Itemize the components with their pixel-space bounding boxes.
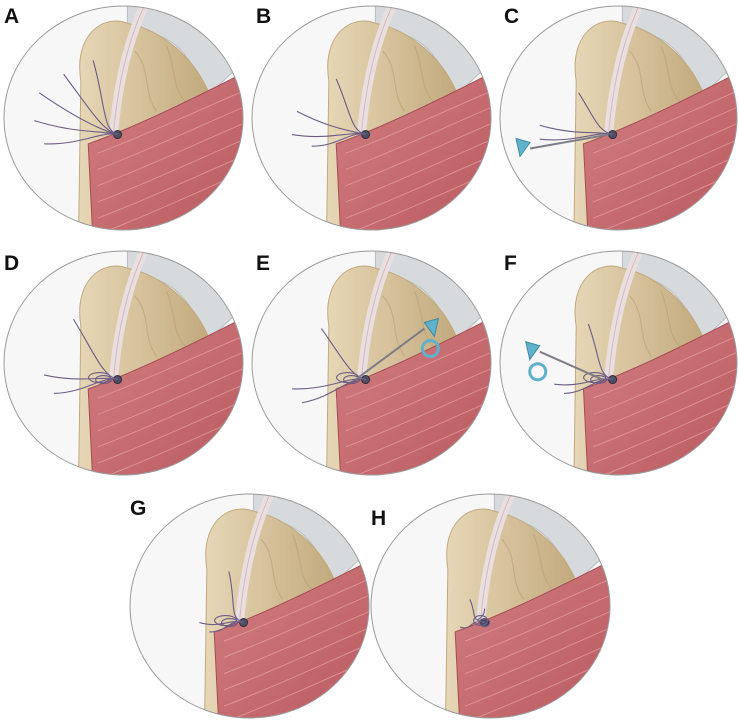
muscle-fibre — [464, 624, 610, 691]
view-outline — [251, 250, 492, 476]
panel-b: B — [248, 0, 493, 232]
panel-d-illustration — [3, 250, 244, 476]
panel-e: E — [248, 245, 493, 477]
panel-f-label: F — [504, 252, 517, 275]
muscle-fibre — [97, 332, 243, 399]
muscle-fibre — [593, 103, 737, 170]
panel-c-label: C — [504, 5, 520, 28]
muscle-fibre — [223, 608, 369, 675]
suture-strands — [43, 318, 118, 395]
muscle-fibre — [593, 152, 737, 219]
muscle-fibre — [97, 120, 243, 187]
muscle-fibre — [593, 397, 737, 464]
panel-e-label: E — [256, 252, 271, 275]
suture-anchor — [608, 130, 618, 140]
muscle-fibre — [593, 120, 737, 187]
muscle-fibre — [464, 608, 610, 675]
bone-texture — [134, 46, 187, 112]
muscle-fibre — [97, 348, 243, 415]
muscle-fibre — [464, 591, 610, 658]
muscle-fibre — [593, 381, 737, 448]
muscle-fibre — [593, 87, 737, 154]
suture-anchor — [361, 130, 371, 140]
panel-b-label: B — [256, 5, 272, 28]
suture-strands — [34, 60, 118, 145]
suture-anchor — [239, 618, 249, 628]
suture-strands — [292, 78, 366, 147]
muscle-fibre — [345, 152, 491, 219]
muscle-fibre — [223, 624, 369, 691]
muscle-fibre — [593, 348, 737, 415]
panel-g-label: G — [130, 497, 147, 520]
muscle-fibre — [345, 103, 491, 170]
muscle-fibre — [97, 152, 243, 219]
view-outline — [3, 5, 244, 231]
muscle-fibre — [345, 397, 491, 464]
muscle-fibre — [345, 365, 491, 432]
arthroscopic-grasper-icon — [525, 341, 604, 382]
panel-d: D — [0, 245, 245, 477]
muscle-fibre — [97, 103, 243, 170]
bone-texture — [629, 46, 682, 112]
bone-texture — [382, 291, 435, 357]
muscle-fibre — [593, 332, 737, 399]
panel-b-illustration — [251, 5, 492, 231]
muscle-fibre — [223, 591, 369, 658]
panel-f-illustration — [499, 250, 738, 476]
bone-texture — [629, 291, 682, 357]
muscle-fibre — [97, 136, 243, 203]
muscle-fibre — [593, 136, 737, 203]
muscle-fibre — [97, 381, 243, 448]
suture-anchor — [608, 375, 618, 385]
panel-c-illustration — [499, 5, 738, 231]
bone-texture — [260, 534, 313, 600]
panel-c: C — [496, 0, 739, 232]
panel-g-illustration — [129, 493, 370, 719]
suture-strands — [292, 328, 366, 404]
arthroscopic-grasper-icon — [355, 317, 440, 381]
muscle-fibre — [97, 87, 243, 154]
panel-e-illustration — [251, 250, 492, 476]
muscle-fibre — [345, 87, 491, 154]
muscle-fibre — [345, 136, 491, 203]
view-outline — [129, 493, 370, 719]
arthroscopic-grasper-icon — [515, 133, 609, 158]
panel-g: G — [126, 488, 371, 720]
muscle-fibre — [464, 640, 610, 707]
view-outline — [3, 250, 244, 476]
muscle-fibre — [223, 575, 369, 642]
panel-h-illustration — [370, 493, 611, 719]
panel-h-label: H — [371, 507, 387, 530]
view-outline — [251, 5, 492, 231]
panel-h: H — [367, 488, 612, 720]
muscle-fibre — [345, 381, 491, 448]
muscle-fibre — [593, 365, 737, 432]
suture-strands — [554, 323, 613, 395]
muscle-fibre — [345, 120, 491, 187]
muscle-fibre — [464, 575, 610, 642]
bone-texture — [501, 534, 554, 600]
panel-a-label: A — [4, 5, 20, 28]
muscle-fibre — [223, 640, 369, 707]
panel-a: A — [0, 0, 245, 232]
muscle-fibre — [97, 365, 243, 432]
muscle-fibre — [345, 332, 491, 399]
view-outline — [499, 250, 738, 476]
panel-d-label: D — [4, 252, 20, 275]
view-outline — [499, 5, 738, 231]
bone-texture — [382, 46, 435, 112]
view-outline — [370, 493, 611, 719]
bone-texture — [134, 291, 187, 357]
suture-strands — [459, 599, 491, 629]
panel-a-illustration — [3, 5, 244, 231]
muscle-fibre — [97, 397, 243, 464]
muscle-fibre — [345, 348, 491, 415]
panel-f: F — [496, 245, 739, 477]
suture-strands — [199, 571, 244, 633]
